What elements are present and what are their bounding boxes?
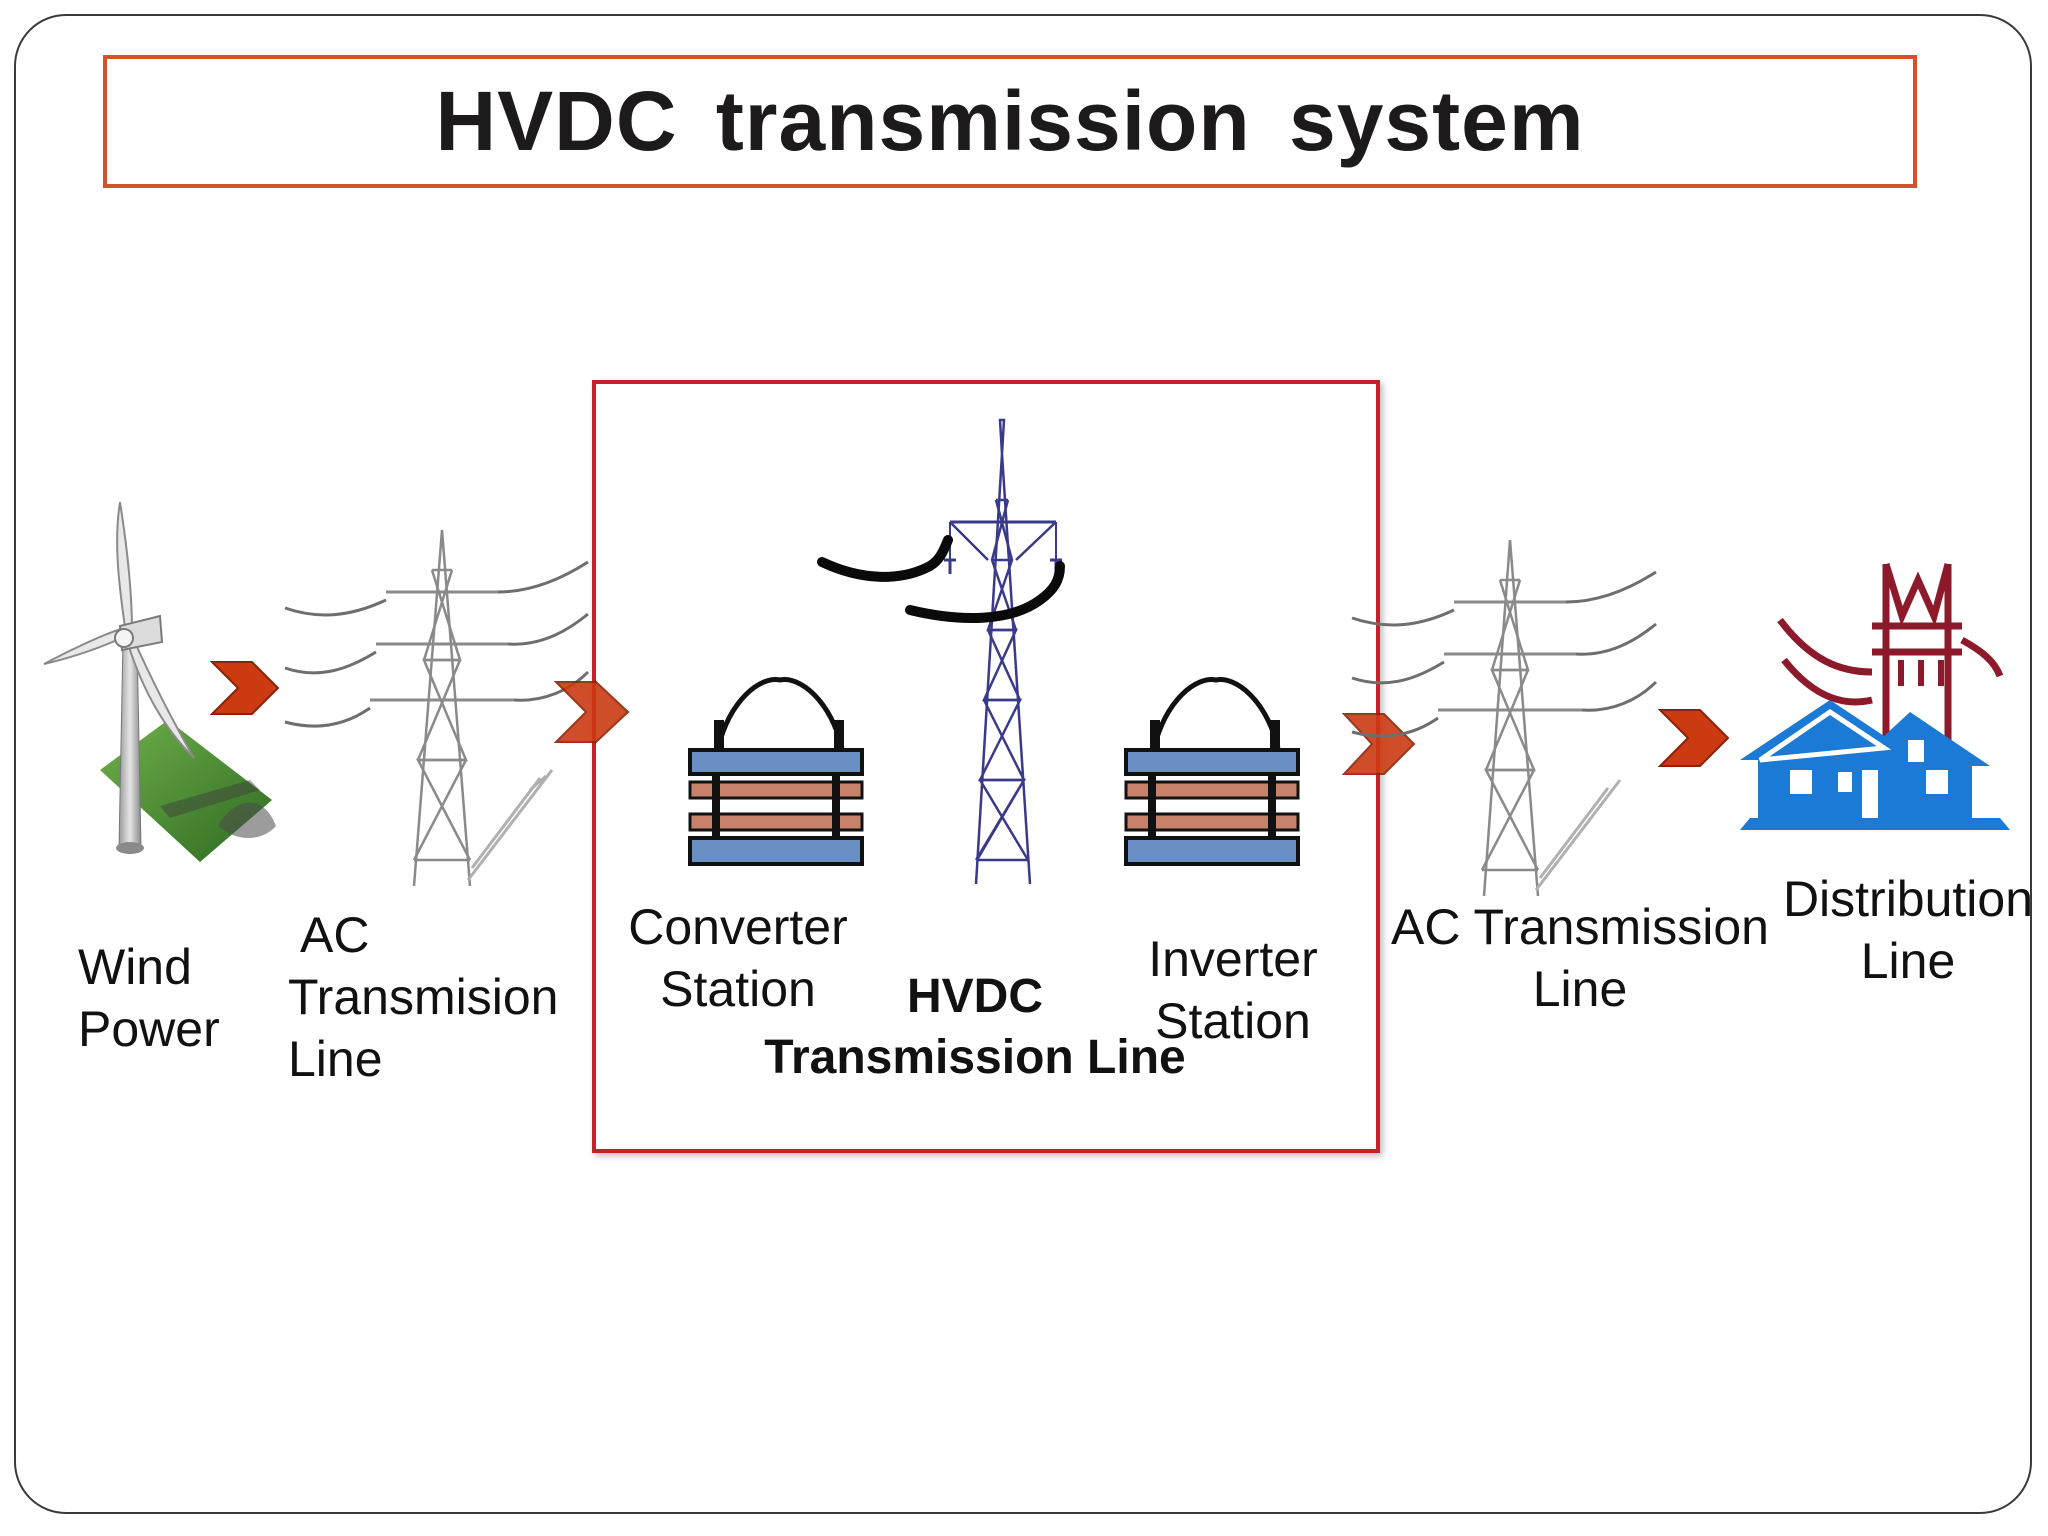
label-hvdc-transmission-line: HVDC Transmission Line (764, 970, 1186, 1084)
hvdc-tower-icon (944, 418, 1062, 885)
chevron-right-icon (209, 661, 280, 715)
chevron-right-icon (1341, 713, 1416, 775)
converter-station-icon (688, 677, 864, 866)
chevron-right-icon (553, 681, 630, 743)
chevron-right-icon (1657, 709, 1730, 767)
wind-turbine-icon (43, 501, 276, 862)
label-converter-station: Converter Station (628, 899, 848, 1017)
label-wind-power: Wind Power (78, 939, 220, 1057)
hvdc-conductor-line (905, 561, 1065, 624)
ac-tower-icon (284, 529, 590, 887)
slide-title: HVDC transmission system (435, 74, 1585, 168)
label-distribution-line: Distribution Line (1782, 871, 2034, 989)
title-box: HVDC transmission system (103, 55, 1917, 188)
ac-tower-icon (1351, 539, 1658, 897)
inverter-station-icon (1124, 677, 1300, 866)
hvdc-conductor-line (817, 535, 953, 582)
label-ac-transmission-line-right: AC Transmission Line (1391, 899, 1769, 1017)
label-ac-transmission-line-left: AC Transmision Line (288, 907, 559, 1087)
label-inverter-station: Inverter Station (1148, 931, 1318, 1049)
distribution-house-icon (1740, 562, 2010, 830)
slide-frame (14, 14, 2032, 1514)
